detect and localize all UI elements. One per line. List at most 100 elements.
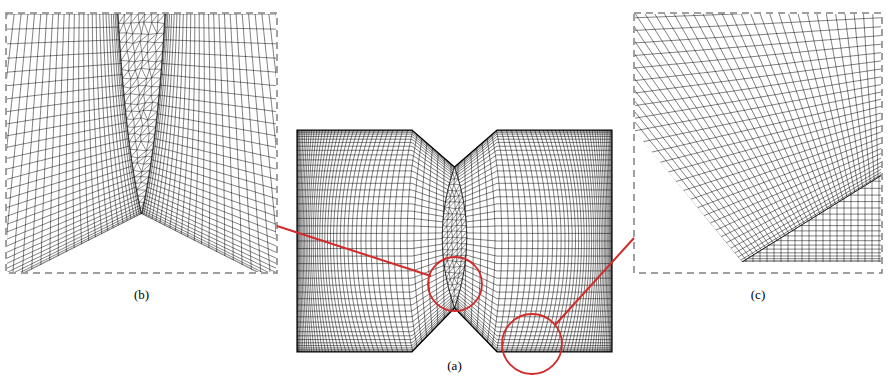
mesh-line	[119, 23, 124, 33]
mesh-line	[569, 124, 584, 356]
mesh-line	[151, 78, 152, 87]
mesh-line	[119, 42, 121, 51]
mesh-line	[586, 44, 882, 73]
mesh-line	[147, 70, 150, 79]
mesh-line	[113, 14, 134, 218]
mesh-line	[147, 53, 149, 61]
mesh-line	[466, 220, 467, 226]
mesh-line	[158, 105, 290, 127]
mesh-line	[531, 0, 750, 257]
inset-frame	[6, 13, 277, 273]
mesh-line	[175, 14, 187, 231]
mesh-line	[0, 105, 125, 127]
mesh-line	[740, 262, 884, 263]
mesh-line	[449, 285, 452, 290]
mesh-line	[0, 63, 121, 72]
mesh-line	[455, 209, 457, 214]
mesh-line	[458, 273, 464, 278]
mesh-line	[450, 197, 454, 202]
mesh-line	[740, 240, 884, 241]
mesh-line	[447, 237, 453, 243]
mesh-line	[452, 231, 453, 237]
mesh-line	[459, 208, 461, 215]
mesh-line	[461, 232, 463, 239]
mesh-line	[142, 214, 314, 301]
mesh-line	[456, 225, 457, 231]
mesh-line	[0, 214, 142, 301]
mesh-line	[153, 135, 155, 143]
mesh-line	[788, 170, 789, 264]
mesh-line	[121, 61, 123, 70]
mesh-line	[297, 306, 611, 348]
mesh-line	[138, 95, 144, 105]
mesh-line	[452, 209, 455, 214]
mesh-line	[138, 196, 139, 202]
mesh-line	[140, 126, 148, 135]
mesh-line	[716, 153, 882, 230]
mesh-line	[454, 290, 460, 296]
mesh-clip	[297, 124, 612, 356]
mesh-line	[134, 112, 140, 120]
mesh-line	[0, 122, 127, 151]
mesh-line	[610, 124, 612, 356]
mesh-line	[143, 102, 152, 110]
mesh-line	[156, 52, 163, 62]
mesh-line	[452, 243, 453, 250]
mesh-line	[442, 237, 467, 239]
mesh-line	[447, 220, 453, 227]
mesh-line	[148, 177, 149, 184]
mesh-line	[447, 243, 449, 250]
mesh-line	[138, 86, 139, 95]
mesh-line	[0, 131, 128, 163]
mesh-line	[461, 279, 462, 285]
mesh-line	[138, 190, 147, 196]
mesh-line	[740, 201, 884, 202]
mesh-line	[130, 79, 131, 88]
mesh-line	[163, 24, 165, 33]
mesh-line	[449, 208, 452, 215]
mesh-line	[459, 191, 462, 196]
mesh-line	[872, 0, 878, 177]
mesh-line	[141, 133, 149, 141]
mesh-line	[449, 185, 452, 191]
mesh-line	[170, 14, 184, 228]
mesh-line	[130, 86, 138, 94]
mesh-line	[139, 202, 140, 208]
mesh-line	[452, 278, 454, 285]
mesh-line	[686, 0, 808, 221]
mesh-line	[683, 126, 882, 191]
mesh-line	[455, 285, 462, 290]
mesh-line	[131, 150, 137, 157]
mesh-line	[136, 135, 141, 141]
mesh-line	[851, 170, 852, 264]
mesh-line	[143, 202, 144, 208]
mesh-line	[155, 43, 157, 52]
mesh-line	[436, 124, 440, 356]
mesh-line	[461, 214, 465, 220]
mesh-line	[457, 208, 459, 214]
mesh-line	[463, 202, 465, 208]
mesh-line	[461, 256, 462, 262]
mesh-line	[137, 190, 138, 196]
mesh-line	[127, 119, 133, 127]
mesh-line	[149, 14, 170, 218]
mesh-line	[740, 260, 884, 261]
mesh-line	[219, 14, 225, 256]
mesh-line	[485, 124, 495, 356]
mesh-line	[795, 170, 796, 264]
mesh-line	[452, 285, 454, 290]
mesh-line	[148, 34, 157, 42]
mesh-line	[469, 124, 473, 356]
mesh-line	[136, 177, 141, 184]
mesh-line	[126, 110, 158, 111]
mesh-line	[141, 170, 150, 176]
mesh-line	[153, 142, 154, 149]
mesh-line	[490, 124, 502, 356]
mesh-line	[451, 296, 453, 302]
mesh-line	[146, 184, 147, 190]
mesh-line	[123, 78, 161, 79]
mesh-line	[456, 215, 460, 221]
mesh-line	[0, 208, 140, 290]
mesh-line	[161, 61, 163, 70]
mesh-line	[156, 42, 163, 51]
